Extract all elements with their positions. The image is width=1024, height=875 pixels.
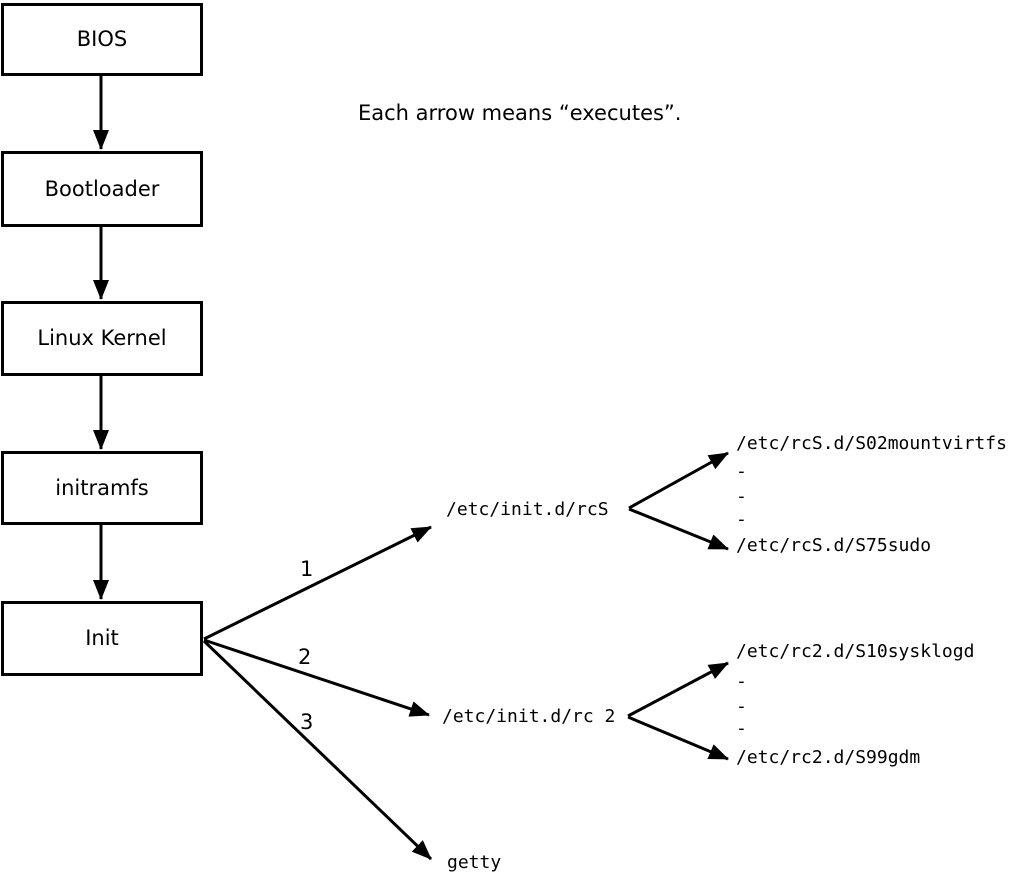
rc2-script-first: /etc/rc2.d/S10sysklogd xyxy=(736,641,975,662)
arrow-rcs-to-s75 xyxy=(628,507,729,551)
rcs-ellipsis-dash: - xyxy=(736,509,747,530)
rcs-ellipsis-dash: - xyxy=(736,486,747,507)
node-bootloader-label: Bootloader xyxy=(44,176,160,201)
node-initramfs: initramfs xyxy=(1,451,203,525)
node-bios-label: BIOS xyxy=(76,27,128,51)
node-bootloader: Bootloader xyxy=(1,151,203,227)
node-linux-kernel-label: Linux Kernel xyxy=(37,326,167,350)
target-getty: getty xyxy=(447,852,502,873)
target-rcs-script: /etc/init.d/rcS xyxy=(446,499,609,520)
node-init: Init xyxy=(1,601,203,676)
rcs-script-first: /etc/rcS.d/S02mountvirtfs xyxy=(736,433,1007,454)
arrow-rc2-to-s99 xyxy=(627,715,729,761)
node-initramfs-label: initramfs xyxy=(55,475,149,500)
node-linux-kernel: Linux Kernel xyxy=(1,301,203,376)
arrow-init-to-rcs xyxy=(203,525,432,641)
arrow-rcs-to-s02 xyxy=(628,451,729,510)
arrow-init-to-rc2 xyxy=(203,638,430,717)
node-bios: BIOS xyxy=(1,3,203,76)
rc2-ellipsis-dash: - xyxy=(736,718,747,739)
rcs-script-last: /etc/rcS.d/S75sudo xyxy=(736,535,932,556)
rc2-ellipsis-dash: - xyxy=(736,671,747,692)
rcs-ellipsis-dash: - xyxy=(736,461,747,482)
branch-label-2: 2 xyxy=(298,645,312,669)
branch-label-1: 1 xyxy=(300,557,314,581)
arrow-rc2-to-s10 xyxy=(627,661,729,718)
rc2-ellipsis-dash: - xyxy=(736,696,747,717)
target-rc2-script: /etc/init.d/rc 2 xyxy=(442,706,616,727)
node-init-label: Init xyxy=(85,626,119,650)
arrow-init-to-getty xyxy=(202,639,433,861)
legend-note: Each arrow means “executes”. xyxy=(358,101,682,125)
rc2-script-last: /etc/rc2.d/S99gdm xyxy=(736,747,921,768)
branch-label-3: 3 xyxy=(300,710,314,734)
